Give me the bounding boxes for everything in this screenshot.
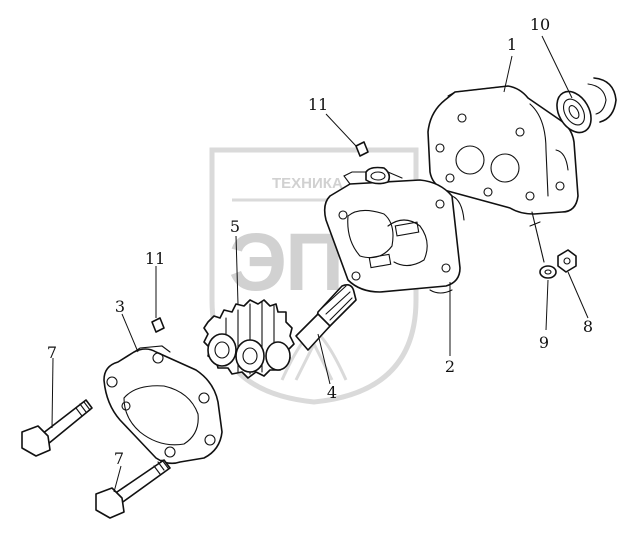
callout-7-upper: 7 bbox=[47, 343, 57, 362]
callout-10: 10 bbox=[530, 15, 550, 34]
snap-ring bbox=[587, 77, 617, 123]
watermark-top-text: ТЕХНИКА bbox=[272, 175, 343, 192]
callout-5: 5 bbox=[230, 217, 240, 236]
callout-7-lower: 7 bbox=[114, 449, 124, 468]
part-5-gear-pair bbox=[203, 299, 295, 379]
callout-11-lower: 11 bbox=[145, 249, 165, 268]
part-11-dowel-pin-upper bbox=[355, 141, 369, 157]
callout-2: 2 bbox=[445, 357, 455, 376]
part-7-bolt-lower bbox=[95, 459, 171, 519]
part-9-washer bbox=[539, 265, 557, 279]
part-11-dowel-pin-lower bbox=[151, 317, 165, 333]
part-7-bolt-upper bbox=[21, 399, 93, 457]
part-8-nut bbox=[557, 249, 577, 273]
callout-1: 1 bbox=[507, 35, 517, 54]
callout-4: 4 bbox=[327, 383, 337, 402]
part-10-seal bbox=[556, 90, 592, 134]
part-2-pump-body bbox=[323, 166, 465, 294]
stud bbox=[529, 211, 545, 263]
callout-3: 3 bbox=[115, 297, 125, 316]
callout-8: 8 bbox=[583, 317, 593, 336]
callout-9: 9 bbox=[539, 333, 549, 352]
part-3-front-cover bbox=[103, 345, 223, 465]
callout-11-upper: 11 bbox=[308, 95, 328, 114]
callouts: 1 2 3 4 5 7 7 8 9 10 11 11 bbox=[47, 15, 593, 468]
part-1-cover-plate bbox=[427, 85, 579, 215]
part-4-drive-shaft bbox=[295, 284, 357, 351]
leader-lines bbox=[51, 35, 589, 493]
